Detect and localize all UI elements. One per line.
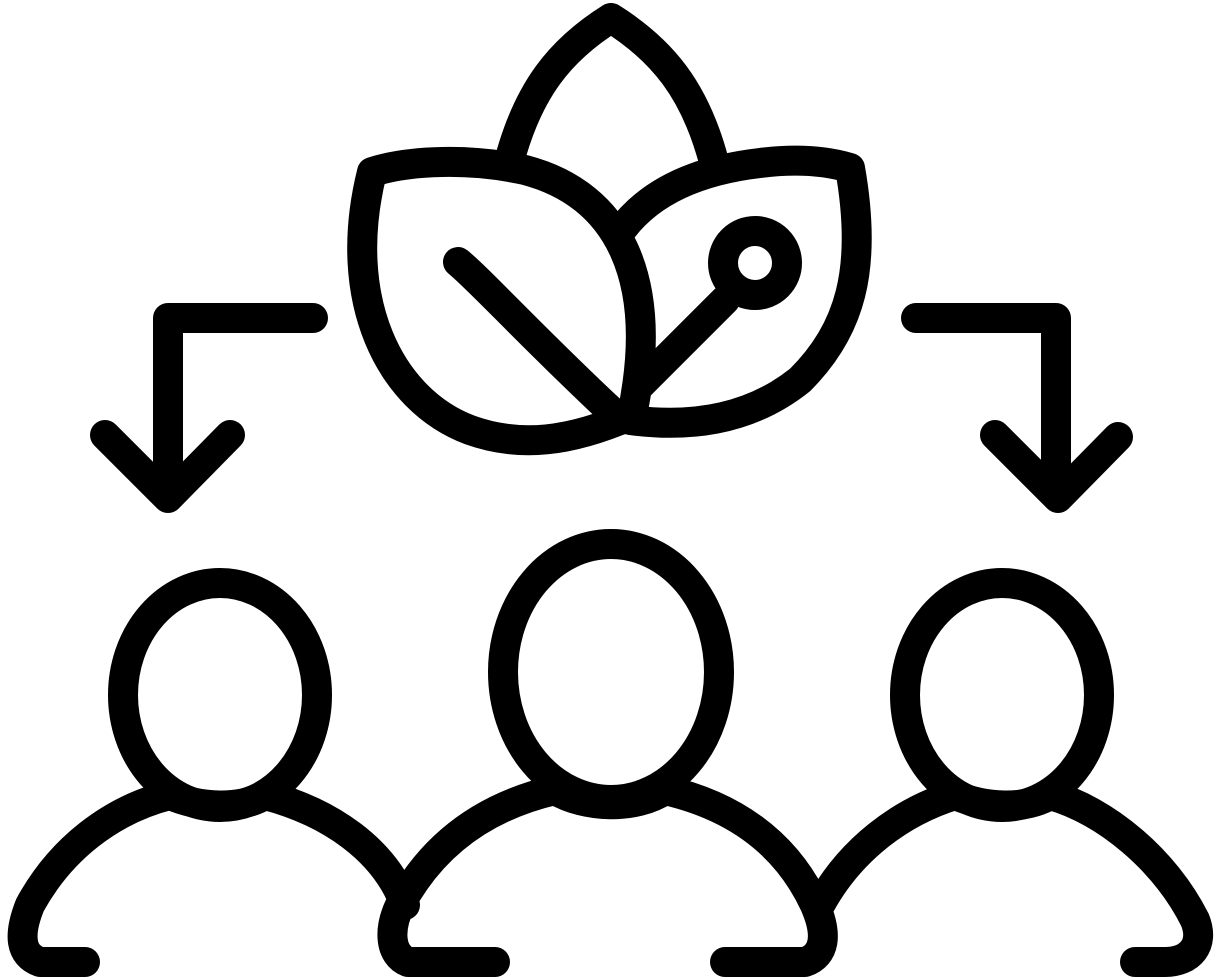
person-left-body-icon bbox=[7, 780, 420, 977]
leaf-node-icon bbox=[708, 216, 802, 310]
person-left-icon bbox=[7, 568, 420, 977]
plant-leaves-icon bbox=[347, 3, 872, 456]
right-leaf-vein-icon bbox=[625, 285, 740, 400]
person-right-head-icon bbox=[890, 568, 1114, 822]
right-leaf-icon bbox=[605, 145, 872, 438]
person-center-head-icon bbox=[488, 529, 734, 815]
person-left-head-icon bbox=[108, 568, 332, 822]
person-center-body-icon bbox=[377, 775, 838, 977]
top-leaf-icon bbox=[494, 3, 729, 177]
left-arrow-icon bbox=[90, 303, 328, 513]
left-leaf-vein-icon bbox=[443, 247, 625, 425]
person-right-icon bbox=[805, 568, 1214, 977]
person-center-icon bbox=[377, 529, 838, 977]
right-arrow-icon bbox=[901, 303, 1133, 513]
person-right-body-icon bbox=[805, 780, 1214, 977]
